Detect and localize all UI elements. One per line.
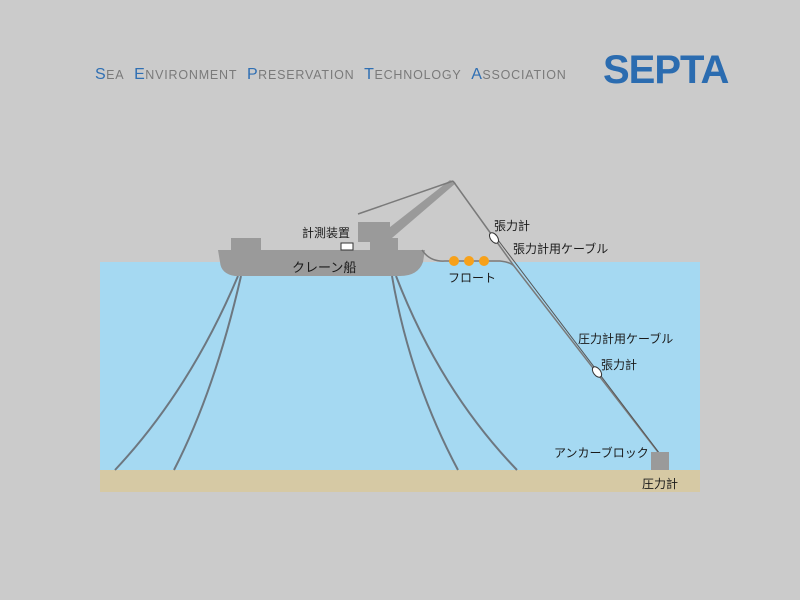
measuring-device-label: 計測装置 xyxy=(302,226,351,240)
association-name: SEA ENVIRONMENT PRESERVATION TECHNOLOGY … xyxy=(95,66,572,84)
tension-meter-top xyxy=(488,232,500,244)
anchor-block-label: アンカーブロック xyxy=(554,446,649,460)
tension-cable-label: 張力計用ケーブル xyxy=(513,242,609,256)
pressure-cable-label: 圧力計用ケーブル xyxy=(578,332,674,346)
mooring-line-4 xyxy=(395,275,518,471)
float-1 xyxy=(449,256,459,266)
tension-meter-top-label: 張力計 xyxy=(494,219,531,233)
float-label: フロート xyxy=(448,271,497,285)
sea-area xyxy=(100,262,700,472)
header-word-1: SEA xyxy=(95,66,125,83)
pressure-meter-label: 圧力計 xyxy=(642,477,679,491)
crane-ship xyxy=(218,180,456,276)
header-word-3: PRESERVATION xyxy=(247,66,355,83)
header-word-5: ASSOCIATION xyxy=(471,66,567,83)
floats xyxy=(449,256,489,266)
mooring-line-3 xyxy=(391,275,459,471)
header-word-2: ENVIRONMENT xyxy=(134,66,238,83)
mooring-line-2 xyxy=(173,275,242,471)
mooring-lines xyxy=(114,275,518,471)
measuring-device xyxy=(340,242,354,251)
tension-meter-bottom xyxy=(591,366,603,378)
anchor-block xyxy=(651,452,669,470)
tension-cable-line xyxy=(452,180,659,453)
float-3 xyxy=(479,256,489,266)
pressure-cable-line xyxy=(497,239,661,455)
seabed xyxy=(100,470,700,492)
float-2 xyxy=(464,256,474,266)
crane-boom xyxy=(376,180,456,244)
ship-cabin xyxy=(231,238,261,252)
crane-ship-label: クレーン船 xyxy=(292,261,357,276)
septa-logo: SEPTA xyxy=(603,48,729,92)
ship-hull xyxy=(218,250,425,276)
header-word-4: TECHNOLOGY xyxy=(364,66,462,83)
tension-meter-bottom-label: 張力計 xyxy=(601,358,638,372)
crane-stay xyxy=(357,180,454,215)
mooring-line-1 xyxy=(114,275,239,471)
crane-base xyxy=(370,238,398,250)
